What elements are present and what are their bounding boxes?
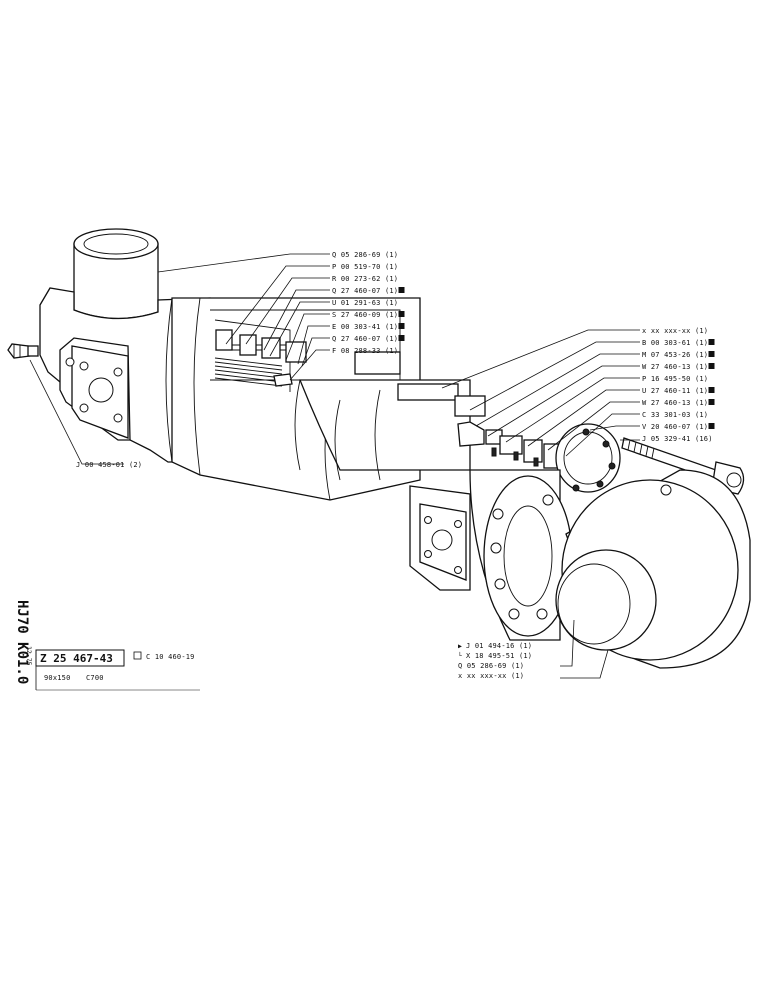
part-labels-bottom: ▶ J 01 494-16 (1) └ X 18 495-51 (1) Q 05 286… (458, 642, 532, 680)
bracket-marker-icon: └ (458, 651, 462, 660)
flag-marker-icon (708, 423, 715, 429)
bracket-marker-icon: ▶ (458, 642, 462, 650)
part-label: U 01 291-63 (1) (332, 299, 398, 307)
part-label: Q 27 460-07 (1) (332, 287, 398, 295)
part-label: U 27 460-11 (1) (642, 387, 708, 395)
machine-model: C700 (86, 674, 104, 682)
part-label: Q 27 460-07 (1) (332, 335, 398, 343)
grease-fitting-label: J 00 458-01 (2) (76, 461, 142, 469)
front-flange-ring (555, 423, 621, 493)
part-labels-right: x xx xxx-xx (1) B 00 303-61 (1) M 07 453-2… (642, 327, 715, 443)
grease-fitting (7, 343, 39, 359)
part-label: J 01 494-16 (1) (466, 642, 532, 650)
part-label: Q 05 286-69 (1) (458, 662, 524, 670)
leader-lines-right (441, 329, 640, 457)
rod-eye (555, 469, 751, 669)
flag-marker-icon (708, 351, 715, 357)
part-label: W 27 460-13 (1) (642, 399, 708, 407)
part-label: R 00 273-62 (1) (332, 275, 398, 283)
part-label: W 27 460-13 (1) (642, 363, 708, 371)
part-label: x xx xxx-xx (1) (642, 327, 708, 335)
part-labels-left: Q 05 286-69 (1) P 00 519-70 (1) R 00 273-6… (332, 251, 405, 355)
drawing-part-number: Z 25 467-43 (40, 652, 113, 665)
flag-marker-icon (398, 335, 405, 341)
cylinder-size: 90x150 (44, 674, 71, 682)
part-label: F 08 288-33 (1) (332, 347, 398, 355)
flag-marker-icon (708, 387, 715, 393)
upper-port-tube (73, 228, 159, 320)
part-label: x xx xxx-xx (1) (458, 672, 524, 680)
drawing-date: 12-75 (25, 646, 33, 666)
part-label: J 05 329-41 (16) (642, 435, 713, 443)
front-head-block (409, 469, 573, 641)
flag-marker-icon (708, 399, 715, 405)
part-label: C 33 301-03 (1) (642, 411, 708, 419)
part-label: E 00 303-41 (1) (332, 323, 398, 331)
leader-lines-bottom (560, 619, 609, 679)
flag-marker-icon (398, 311, 405, 317)
part-label: X 18 495-51 (1) (466, 652, 532, 660)
part-label: S 27 460-09 (1) (332, 311, 398, 319)
flag-marker-icon (398, 323, 405, 329)
part-label: P 16 495-50 (1) (642, 375, 708, 383)
part-label: Q 05 286-69 (1) (332, 251, 398, 259)
leader-lines-left (29, 253, 330, 465)
flag-marker-icon (708, 363, 715, 369)
piston-rod (294, 379, 471, 481)
flag-marker-icon (398, 287, 405, 293)
part-label: P 00 519-70 (1) (332, 263, 398, 271)
title-block: Z 25 467-43 C 10 460-19 90x150 C700 12-7… (14, 600, 200, 691)
flag-marker-icon (708, 339, 715, 345)
part-label: B 00 303-61 (1) (642, 339, 708, 347)
side-code: HJ70 K01.0 (14, 600, 30, 684)
drawing-reference: C 10 460-19 (146, 653, 195, 661)
part-label: M 07 453-26 (1) (642, 351, 708, 359)
part-label: V 20 460-07 (1) (642, 423, 708, 431)
piston-thread (214, 357, 283, 387)
